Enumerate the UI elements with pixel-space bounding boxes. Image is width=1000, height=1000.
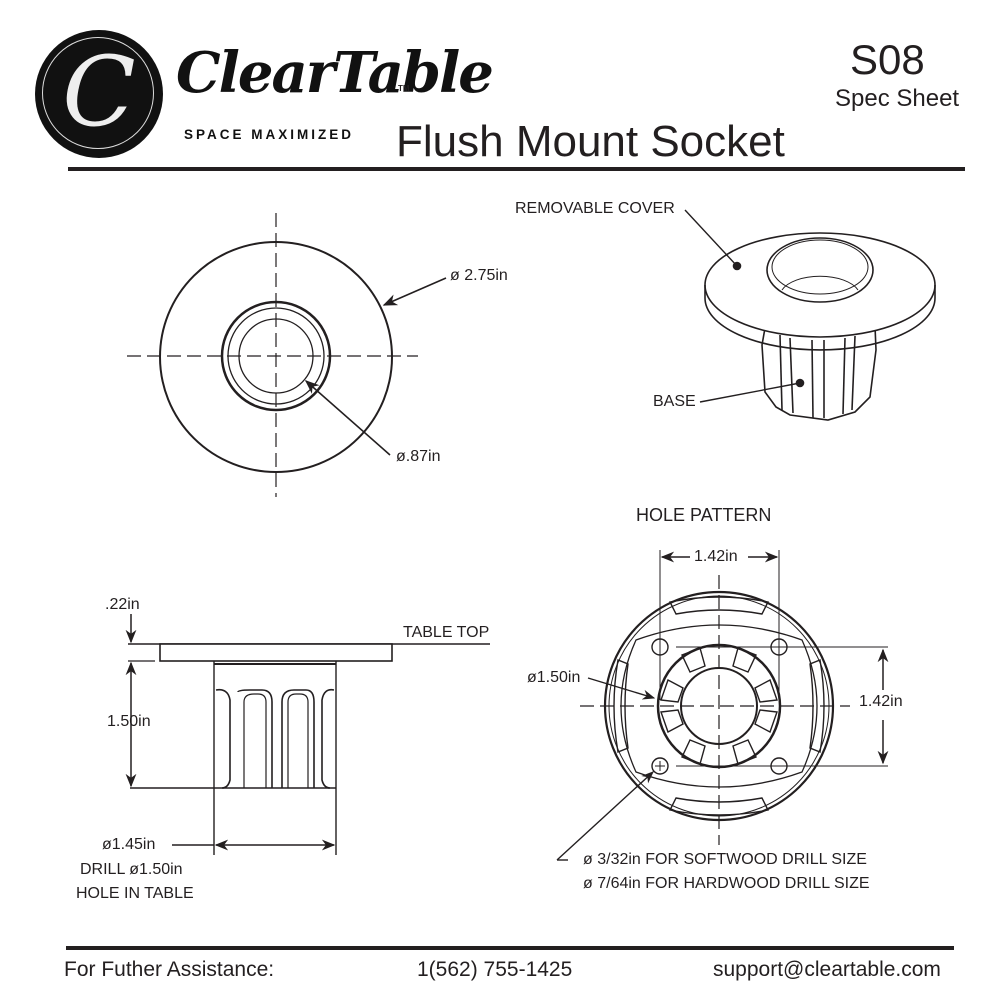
brand-tagline: SPACE MAXIMIZED bbox=[184, 127, 355, 142]
drill-size-label: DRILL ø1.50in bbox=[80, 861, 183, 878]
hole-in-table-label: HOLE IN TABLE bbox=[76, 885, 194, 902]
document-type: Spec Sheet bbox=[835, 85, 960, 112]
body-diameter-label: ø1.45in bbox=[102, 836, 156, 853]
center-diameter-label: ø1.50in bbox=[527, 669, 581, 686]
horizontal-spacing-label: 1.42in bbox=[694, 548, 738, 565]
softwood-drill-note: ø 3/32in FOR SOFTWOOD DRILL SIZE bbox=[583, 851, 867, 868]
outer-diameter-label: ø 2.75in bbox=[450, 267, 508, 284]
side-view-drawing bbox=[125, 614, 490, 855]
height-label: 1.50in bbox=[107, 713, 151, 730]
logo-initial: C bbox=[62, 36, 136, 148]
isometric-view-drawing bbox=[684, 209, 936, 421]
removable-cover-label: REMOVABLE COVER bbox=[515, 200, 675, 217]
brand-name: ClearTable bbox=[176, 40, 494, 106]
product-code: S08 bbox=[850, 36, 925, 83]
hole-pattern-title: HOLE PATTERN bbox=[636, 505, 772, 525]
flange-thickness-label: .22in bbox=[105, 596, 140, 613]
base-label: BASE bbox=[653, 393, 696, 410]
header-divider bbox=[68, 167, 965, 171]
inner-diameter-label: ø.87in bbox=[396, 448, 441, 465]
footer-divider bbox=[66, 946, 954, 950]
assistance-label: For Futher Assistance: bbox=[64, 958, 275, 981]
support-email[interactable]: support@cleartable.com bbox=[713, 958, 941, 981]
logo-ring bbox=[42, 37, 154, 149]
table-top-label: TABLE TOP bbox=[403, 624, 490, 641]
product-title: Flush Mount Socket bbox=[396, 117, 785, 166]
support-phone[interactable]: 1(562) 755-1425 bbox=[417, 958, 573, 981]
brand-logo-badge: C bbox=[35, 30, 163, 158]
vertical-spacing-label: 1.42in bbox=[859, 693, 903, 710]
trademark-mark: TM bbox=[398, 84, 410, 93]
top-view-drawing bbox=[127, 213, 447, 497]
hole-pattern-drawing bbox=[556, 550, 889, 861]
hardwood-drill-note: ø 7/64in FOR HARDWOOD DRILL SIZE bbox=[583, 875, 870, 892]
